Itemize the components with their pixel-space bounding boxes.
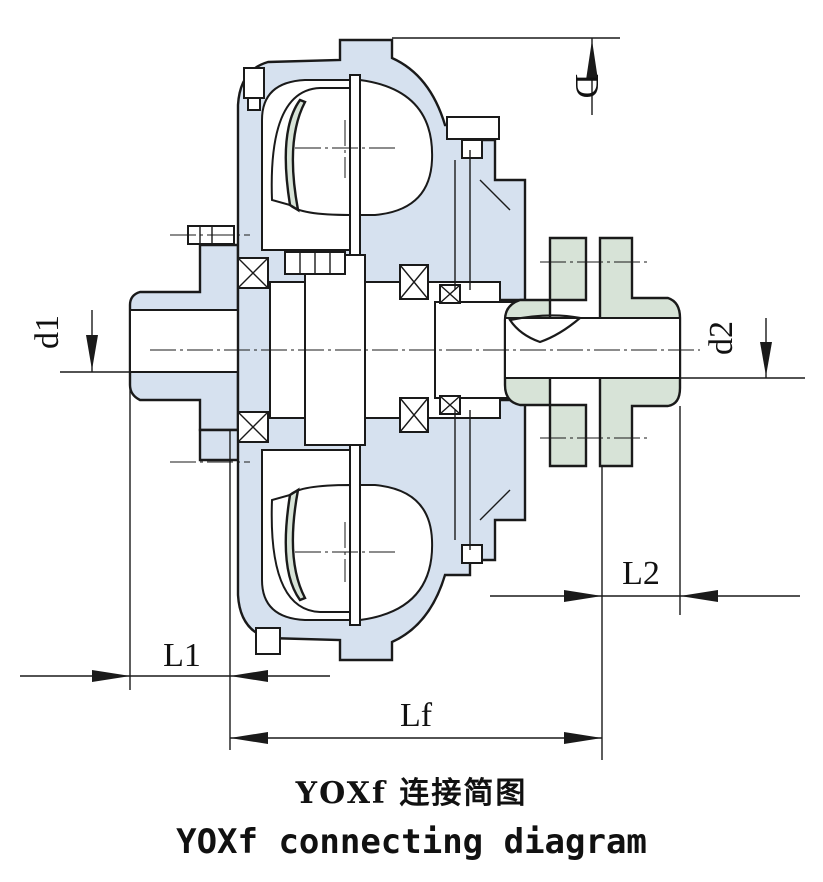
turbine-wheel-lower (359, 484, 434, 622)
bearing-left (237, 257, 269, 443)
caption-english: YOXf connecting diagram (176, 822, 647, 862)
dimension-d1: d1 (29, 310, 130, 373)
bolt-mid (284, 251, 346, 275)
label-D: D (568, 74, 605, 99)
bolt-top (243, 67, 265, 111)
label-d1: d1 (29, 315, 66, 349)
dimension-L1: L1 (20, 380, 330, 750)
output-flange-coupling (503, 236, 682, 468)
dimension-D: D (392, 37, 620, 115)
caption-chinese: YOXf 连接简图 (295, 776, 528, 811)
coupling-drawing: D d1 d2 L1 L2 Lf (20, 37, 805, 760)
seal-right (446, 116, 500, 564)
bearing-right (399, 264, 461, 433)
label-L1: L1 (163, 637, 201, 674)
label-Lf: Lf (400, 697, 433, 734)
dimension-Lf: Lf (230, 697, 602, 744)
label-L2: L2 (622, 555, 660, 592)
dimension-d2: d2 (680, 318, 805, 379)
bolt-bottom (255, 627, 281, 655)
label-d2: d2 (703, 321, 740, 355)
turbine-wheel-upper (359, 78, 434, 216)
dimension-L2: L2 (490, 406, 800, 760)
